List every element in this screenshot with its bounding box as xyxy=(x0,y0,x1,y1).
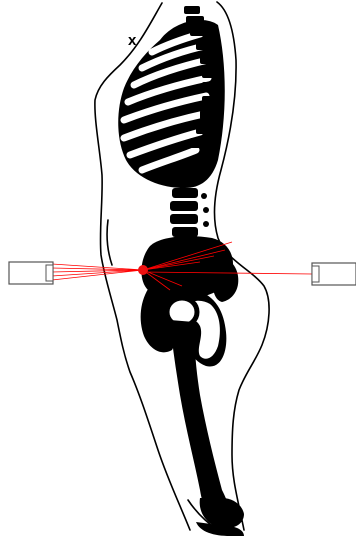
vertebra xyxy=(196,124,216,134)
vertebra xyxy=(172,188,198,198)
vertebra xyxy=(170,214,198,224)
vertebra xyxy=(170,201,198,211)
vertebra xyxy=(172,227,198,237)
process xyxy=(209,45,215,51)
process xyxy=(201,193,207,199)
process xyxy=(213,101,219,107)
belly-contour xyxy=(107,220,112,265)
process xyxy=(215,73,221,79)
marker-label: x xyxy=(128,32,137,49)
emitter-lens xyxy=(46,265,53,281)
emitter-lens xyxy=(312,266,319,282)
process xyxy=(215,87,221,93)
laser-emitter-left xyxy=(9,262,53,284)
sacrum xyxy=(211,256,238,302)
vertebra xyxy=(184,6,200,14)
process xyxy=(213,59,219,65)
vertebra xyxy=(202,96,222,106)
vertebra xyxy=(190,138,210,148)
laser-emitter-right xyxy=(312,263,356,285)
process xyxy=(203,221,209,227)
vertebra xyxy=(200,110,220,120)
femur xyxy=(167,298,244,536)
process xyxy=(211,115,217,121)
vertebra xyxy=(190,27,210,36)
red-dot-icon xyxy=(138,265,148,275)
vertebra xyxy=(186,16,204,24)
process xyxy=(203,207,209,213)
